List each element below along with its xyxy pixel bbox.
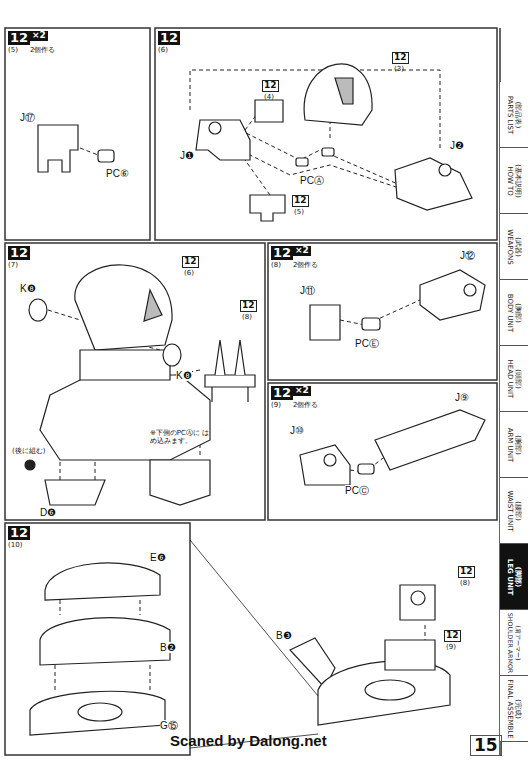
tab-text: (胸部)BODY UNIT: [506, 293, 523, 331]
part-code: J⑫: [460, 250, 475, 261]
sub-step: (6): [158, 47, 168, 55]
tab-japanese: (肩アーマー): [514, 612, 522, 672]
part-code: E❻: [150, 552, 166, 563]
section-tab: (基本説明)HOW TO: [500, 148, 528, 214]
sub-step: (5): [8, 47, 18, 55]
tab-text: (基本説明)HOW TO: [506, 164, 523, 197]
callout-number: 12: [262, 80, 279, 92]
callout-sub: (8): [460, 580, 470, 588]
part-code: PCⒸ: [345, 485, 369, 496]
callout-number: 12: [240, 300, 257, 312]
step-number: 12: [8, 31, 30, 45]
callout-sub: (5): [294, 209, 304, 217]
tab-english: WEAPONS: [506, 229, 514, 265]
tab-english: FINAL ASSEMBLE: [506, 679, 514, 739]
tab-english: HOW TO: [506, 164, 514, 197]
section-tab: (腰部)WAIST UNIT: [500, 478, 528, 544]
sub-step: (7): [8, 262, 18, 270]
tab-text: (腰部)WAIST UNIT: [506, 490, 523, 531]
tab-japanese: (完成): [514, 679, 522, 739]
tab-text: (部品表)PARTS LIST: [506, 95, 523, 134]
section-tab: (完成)FINAL ASSEMBLE: [500, 676, 528, 742]
scanner-watermark: Scaned by Dalong.net: [170, 733, 327, 750]
tab-text: (武器)WEAPONS: [506, 229, 523, 265]
tab-japanese: (部品表): [514, 95, 522, 134]
tab-english: PARTS LIST: [506, 95, 514, 134]
tab-japanese: (腰部): [514, 490, 522, 531]
tab-japanese: (脚部): [514, 558, 522, 594]
callout-number: 12: [444, 630, 461, 642]
section-tab: (脚部)LEG UNIT: [500, 544, 528, 610]
callout-number: 12: [182, 256, 199, 268]
callout-sub: (4): [264, 94, 274, 102]
tab-english: LEG UNIT: [506, 558, 514, 594]
count-badge: ×2: [293, 246, 311, 256]
tab-japanese: (腕部): [514, 427, 522, 462]
part-code: J⑩: [290, 425, 304, 436]
section-tab: (頭部)HEAD UNIT: [500, 346, 528, 412]
part-code: D❻: [40, 507, 56, 518]
part-code: PC⑥: [106, 168, 129, 179]
callout-sub: (8): [242, 314, 252, 322]
tab-text: (完成)FINAL ASSEMBLE: [506, 679, 523, 739]
step-number: 12: [8, 246, 30, 260]
sub-step: (9): [271, 402, 281, 410]
tab-english: BODY UNIT: [506, 293, 514, 331]
part-code: PCⒺ: [355, 338, 379, 349]
tab-japanese: (武器): [514, 229, 522, 265]
count-badge: ×2: [30, 31, 48, 41]
callout-number: 12: [458, 566, 475, 578]
zoom-lines: [190, 540, 318, 748]
part-code: K❽: [176, 370, 192, 381]
part-code: B❸: [276, 630, 292, 641]
part-code: J⑨: [455, 392, 469, 403]
step-number: 12: [271, 246, 293, 260]
make-two-note: 2個作る: [293, 402, 318, 410]
make-two-note: 2個作る: [293, 262, 318, 270]
tab-text: (頭部)HEAD UNIT: [506, 359, 523, 398]
section-tab: (肩アーマー)SHOULDER ARMOR: [500, 610, 528, 676]
section-tab: (武器)WEAPONS: [500, 214, 528, 280]
tab-text: (脚部)LEG UNIT: [506, 558, 523, 594]
make-two-note: 2個作る: [30, 47, 55, 55]
part-code: G⑮: [160, 720, 178, 731]
page-number: 15: [470, 735, 502, 756]
tab-english: HEAD UNIT: [506, 359, 514, 398]
section-tab: (腕部)ARM UNIT: [500, 412, 528, 478]
callout-sub: (9): [446, 644, 456, 652]
section-tab: (部品表)PARTS LIST: [500, 82, 528, 148]
callout-sub: (3): [394, 66, 404, 74]
sub-step: (10): [8, 542, 22, 550]
section-tab: (胸部)BODY UNIT: [500, 280, 528, 346]
assembly-note: ※下側のPCⒶに はめ込みます。: [150, 430, 212, 445]
part-code: J❷: [450, 140, 464, 151]
part-code: B❷: [160, 642, 176, 653]
tab-text: (肩アーマー)SHOULDER ARMOR: [506, 612, 521, 672]
part-code: K❽: [20, 283, 36, 294]
sub-step: (8): [271, 262, 281, 270]
step-number: 12: [158, 31, 180, 45]
count-badge: ×2: [293, 386, 311, 396]
part-code: J⑰: [20, 112, 35, 123]
tab-english: SHOULDER ARMOR: [506, 612, 514, 672]
part-code: J❶: [180, 150, 194, 161]
tab-japanese: (基本説明): [514, 164, 522, 197]
step-number: 12: [271, 386, 293, 400]
later-note: (後に組む): [12, 448, 45, 456]
panel-frames: [5, 28, 500, 755]
tab-text: (腕部)ARM UNIT: [506, 427, 523, 462]
callout-sub: (6): [184, 270, 194, 278]
tab-japanese: (胸部): [514, 293, 522, 331]
callout-number: 12: [392, 52, 409, 64]
tab-english: ARM UNIT: [506, 427, 514, 462]
parts: [25, 64, 485, 735]
tab-japanese: (頭部): [514, 359, 522, 398]
tab-english: WAIST UNIT: [506, 490, 514, 531]
part-code: PCⒶ: [300, 175, 324, 186]
callout-number: 12: [292, 195, 309, 207]
step-number: 12: [8, 526, 30, 540]
part-code: J⑪: [300, 285, 315, 296]
